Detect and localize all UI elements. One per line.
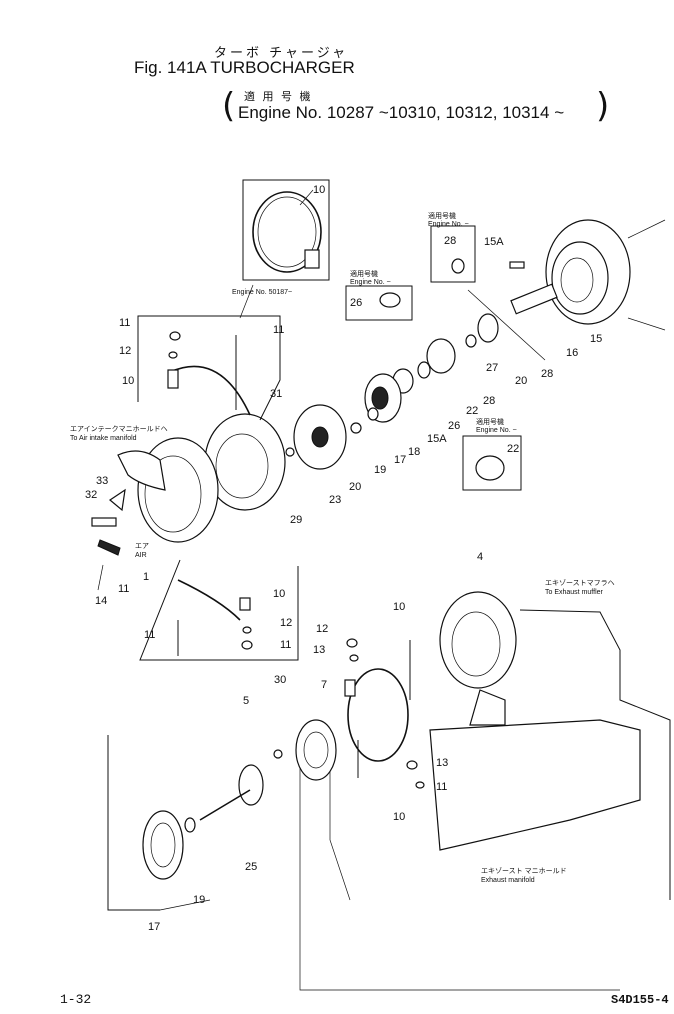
- svg-text:13: 13: [436, 757, 448, 769]
- applicability-box-24: 適用号機 Engine No. ~ 22: [462, 417, 522, 491]
- svg-text:Engine No. ~: Engine No. ~: [476, 427, 517, 434]
- turbine-wheel-group: 30 5 25 19 17: [107, 674, 337, 933]
- svg-text:25: 25: [245, 861, 257, 873]
- figure-title: Fig. 141A TURBOCHARGER: [134, 58, 355, 77]
- svg-text:33: 33: [96, 475, 108, 487]
- svg-text:エキゾーストマフラヘ: エキゾーストマフラヘ: [545, 579, 615, 587]
- applicability-kana: 適 用 号 機: [244, 90, 313, 103]
- svg-text:11: 11: [280, 639, 291, 651]
- svg-text:28: 28: [541, 368, 553, 380]
- svg-text:27: 27: [486, 362, 498, 374]
- svg-text:17: 17: [394, 454, 406, 466]
- svg-text:10: 10: [393, 601, 405, 613]
- svg-text:1: 1: [143, 571, 149, 583]
- svg-text:28: 28: [444, 235, 456, 247]
- close-paren: ): [596, 86, 610, 126]
- svg-text:適用号機: 適用号機: [476, 417, 504, 426]
- svg-text:26: 26: [448, 420, 460, 432]
- svg-text:19: 19: [193, 894, 205, 906]
- svg-text:31: 31: [270, 388, 282, 400]
- svg-text:適用号機: 適用号機: [428, 211, 456, 220]
- svg-text:Exhaust manifold: Exhaust manifold: [481, 877, 535, 884]
- svg-text:32: 32: [85, 489, 97, 501]
- lower-clamp-group: 10 12 11 11: [139, 559, 299, 661]
- svg-text:AIR: AIR: [135, 552, 147, 559]
- applicability-box-27: 適用号機 Engine No. ~ 26: [345, 269, 413, 321]
- compressor-assembly: 15A 18 17 19 20 23 29: [285, 361, 447, 526]
- compressor-housing-1: エアインテークマニホールドヘ To Air intake manifold 33…: [70, 425, 219, 607]
- svg-text:10: 10: [273, 588, 285, 600]
- svg-text:7: 7: [321, 679, 327, 691]
- shaft-assembly: 16 20 28 27 28 22 26: [426, 283, 578, 432]
- exhaust-manifold: エキゾースト マニホールド Exhaust manifold: [299, 609, 671, 991]
- svg-text:13: 13: [313, 644, 325, 656]
- engine-range: Engine No. 10287 ~10310, 10312, 10314 ~: [238, 103, 565, 122]
- callout-8-top: 10: [313, 184, 325, 196]
- svg-text:To Exhaust muffler: To Exhaust muffler: [545, 589, 604, 596]
- svg-text:11: 11: [119, 317, 130, 329]
- svg-text:17: 17: [148, 921, 160, 933]
- svg-text:11: 11: [436, 781, 447, 793]
- applicability-box-29: 適用号機 Engine No. ~ 28: [428, 211, 476, 283]
- svg-text:20: 20: [515, 375, 527, 387]
- svg-text:適用号機: 適用号機: [350, 269, 378, 278]
- svg-text:20: 20: [349, 481, 361, 493]
- upper-clamp-group: 11 12 10 11: [119, 315, 284, 421]
- svg-text:10: 10: [393, 811, 405, 823]
- svg-text:Engine No. ~: Engine No. ~: [350, 279, 391, 286]
- title-kana: ターボ チャージャ: [214, 46, 349, 61]
- svg-text:10: 10: [122, 375, 134, 387]
- svg-text:15: 15: [590, 333, 602, 345]
- svg-text:22: 22: [507, 443, 519, 455]
- svg-text:23: 23: [329, 494, 341, 506]
- svg-text:16: 16: [566, 347, 578, 359]
- open-paren: (: [222, 86, 236, 126]
- svg-text:30: 30: [274, 674, 286, 686]
- svg-text:エキゾースト マニホールド: エキゾースト マニホールド: [481, 867, 567, 875]
- box-engine-note: Engine No. 50187~: [232, 289, 292, 296]
- turbine-housing-15: 15 15A: [484, 219, 666, 345]
- svg-text:14: 14: [95, 595, 107, 607]
- svg-text:11: 11: [273, 324, 284, 336]
- turbine-housing-4: 4 エキゾーストマフラヘ To Exhaust muffler: [439, 551, 615, 726]
- svg-text:12: 12: [280, 617, 292, 629]
- svg-text:Engine No. ~: Engine No. ~: [428, 221, 469, 228]
- svg-text:29: 29: [290, 514, 302, 526]
- compressor-cover-32: 31: [204, 388, 286, 511]
- svg-text:18: 18: [408, 446, 420, 458]
- clamp-detail-box: 10 Engine No. 50187~: [232, 179, 330, 319]
- svg-text:22: 22: [466, 405, 478, 417]
- svg-text:19: 19: [374, 464, 386, 476]
- svg-text:5: 5: [243, 695, 249, 707]
- svg-text:To Air intake manifold: To Air intake manifold: [70, 435, 137, 442]
- svg-text:4: 4: [477, 551, 483, 563]
- svg-text:15A: 15A: [427, 433, 447, 445]
- svg-text:15A: 15A: [484, 236, 504, 248]
- svg-text:11: 11: [144, 629, 155, 641]
- svg-text:エアインテークマニホールドヘ: エアインテークマニホールドヘ: [70, 425, 168, 433]
- svg-text:11: 11: [118, 583, 129, 595]
- svg-text:12: 12: [119, 345, 131, 357]
- svg-text:12: 12: [316, 623, 328, 635]
- svg-text:28: 28: [483, 395, 495, 407]
- page-number: 1-32: [60, 992, 92, 1007]
- lower-right-clamp: 10 12 13 7 13 11 10: [313, 601, 448, 823]
- svg-text:エア: エア: [135, 542, 149, 550]
- document-code: S4D155-4: [611, 993, 669, 1007]
- svg-text:26: 26: [350, 297, 362, 309]
